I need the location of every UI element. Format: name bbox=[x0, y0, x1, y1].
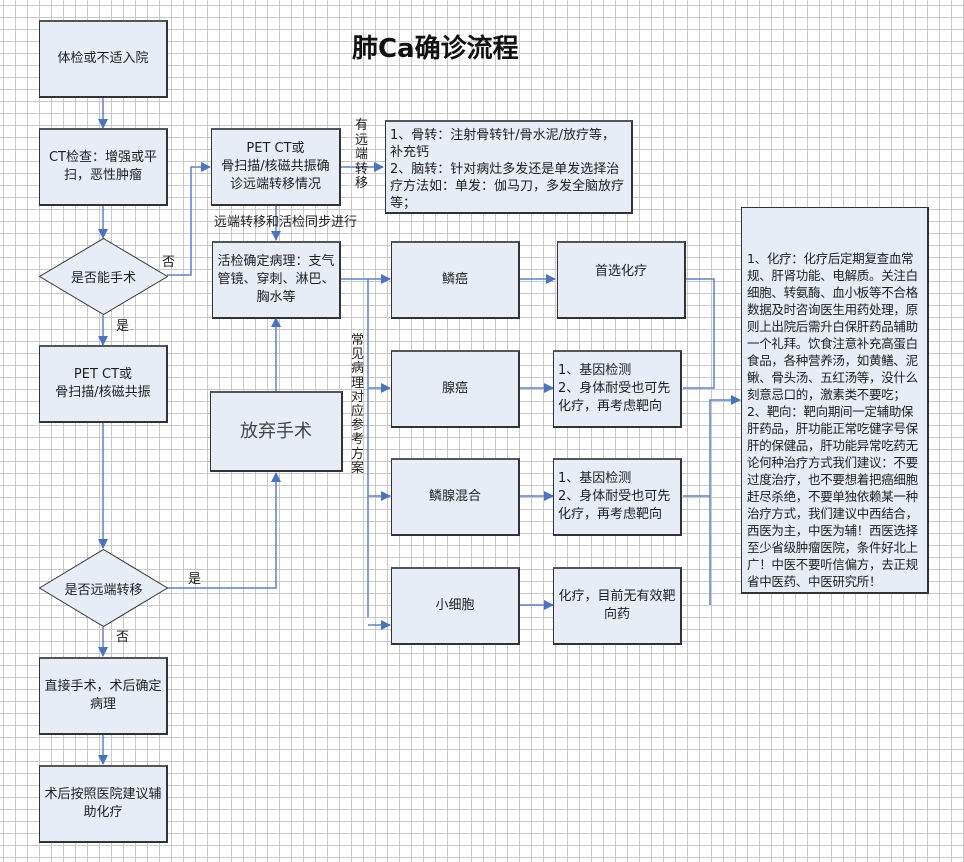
edge-distant-abandon bbox=[167, 472, 281, 589]
node-biopsy-label: 活检确定病理：支气 管镜、穿刺、淋巴、 胸水等 bbox=[217, 254, 335, 305]
decision-distant-metastasis[interactable]: 是否远端转移 bbox=[39, 549, 168, 627]
node-small-cell[interactable]: 小细胞 bbox=[391, 567, 520, 645]
node-adenosquamous[interactable]: 鳞腺混合 bbox=[391, 458, 520, 536]
node-post-op-chemo-label: 术后按照医院建议辅 助化疗 bbox=[44, 787, 162, 820]
decision-can-operate-label: 是否能手术 bbox=[70, 271, 136, 286]
node-start[interactable]: 体检或不适入院 bbox=[39, 20, 168, 98]
edge-label-has-metastasis: 有远端转移 bbox=[355, 118, 369, 191]
node-squamous-label: 鳞癌 bbox=[441, 272, 468, 287]
node-squamous[interactable]: 鳞癌 bbox=[391, 241, 520, 319]
node-pet-ct-distant[interactable]: PET CT或 骨扫描/核磁共振确 诊远端转移情况 bbox=[211, 128, 341, 206]
node-small-cell-label: 小细胞 bbox=[435, 598, 475, 613]
node-direct-surgery[interactable]: 直接手术，术后确定 病理 bbox=[39, 657, 168, 735]
node-advice[interactable]: 1、化疗：化疗后定期复查血常规、肝肾功能、电解质。关注白细胞、转氨酶、血小板等不… bbox=[741, 207, 929, 594]
node-post-op-chemo[interactable]: 术后按照医院建议辅 助化疗 bbox=[39, 765, 168, 843]
decision-distant-metastasis-label: 是否远端转移 bbox=[64, 582, 143, 598]
node-metastasis-treatment[interactable]: 1、骨转：注射骨转针/骨水泥/放疗等，补充钙 2、脑转：针对病灶多发还是单发选择… bbox=[385, 120, 633, 214]
node-squamous-tx-label: 首选化疗 bbox=[594, 264, 647, 279]
node-small-cell-tx[interactable]: 化疗，目前无有效靶 向药 bbox=[553, 567, 682, 645]
node-adenosquamous-tx-label: 1、基因检测 2、身体耐受也可先 化疗，再考虑靶向 bbox=[558, 471, 671, 522]
node-start-label: 体检或不适入院 bbox=[57, 51, 149, 66]
node-abandon-surgery-label: 放弃手术 bbox=[240, 420, 312, 442]
node-abandon-surgery[interactable]: 放弃手术 bbox=[210, 391, 343, 472]
edge-no-pet bbox=[167, 162, 211, 276]
node-adeno-tx[interactable]: 1、基因检测 2、身体耐受也可先 化疗，再考虑靶向 bbox=[553, 350, 682, 428]
node-biopsy[interactable]: 活检确定病理：支气 管镜、穿刺、淋巴、 胸水等 bbox=[212, 241, 341, 319]
node-direct-surgery-label: 直接手术，术后确定 病理 bbox=[44, 679, 162, 712]
node-pet-ct-distant-label: PET CT或 骨扫描/核磁共振确 诊远端转移情况 bbox=[221, 141, 330, 192]
edge-label-common-pathology: 常见病理对应参考方案 bbox=[351, 333, 365, 476]
node-adeno-label: 腺癌 bbox=[441, 381, 468, 396]
node-metastasis-treatment-label: 1、骨转：注射骨转针/骨水泥/放疗等，补充钙 2、脑转：针对病灶多发还是单发选择… bbox=[390, 128, 625, 211]
node-adenosquamous-tx[interactable]: 1、基因检测 2、身体耐受也可先 化疗，再考虑靶向 bbox=[553, 458, 682, 536]
edge-label-yes-2: 是 bbox=[188, 572, 202, 587]
node-pet-ct-yes-label: PET CT或 骨扫描/核磁共振 bbox=[55, 367, 151, 400]
node-advice-label: 1、化疗：化疗后定期复查血常规、肝肾功能、电解质。关注白细胞、转氨酶、血小板等不… bbox=[747, 251, 918, 589]
edge-label-no-1: 否 bbox=[162, 255, 176, 270]
node-small-cell-tx-label: 化疗，目前无有效靶 向药 bbox=[558, 589, 676, 622]
node-adenosquamous-label: 鳞腺混合 bbox=[428, 489, 481, 504]
edge-label-yes-1: 是 bbox=[116, 319, 130, 334]
edge-label-no-2: 否 bbox=[116, 630, 130, 645]
edge-sqtx-advice bbox=[683, 278, 715, 389]
decision-can-operate[interactable]: 是否能手术 bbox=[39, 238, 168, 315]
edge-merge-advice bbox=[709, 395, 741, 605]
diamond-shape bbox=[39, 549, 168, 627]
node-pet-ct-yes[interactable]: PET CT或 骨扫描/核磁共振 bbox=[39, 345, 168, 423]
diagram-title: 肺Ca确诊流程 bbox=[352, 34, 519, 64]
node-adeno-tx-label: 1、基因检测 2、身体耐受也可先 化疗，再考虑靶向 bbox=[558, 363, 671, 414]
diamond-shape bbox=[39, 238, 168, 315]
edge-label-sync: 远端转移和活检同步进行 bbox=[214, 215, 358, 230]
node-adeno[interactable]: 腺癌 bbox=[391, 350, 520, 428]
node-ct-exam[interactable]: CT检查：增强或平 扫，恶性肿瘤 bbox=[39, 128, 168, 206]
node-ct-exam-label: CT检查：增强或平 扫，恶性肿瘤 bbox=[48, 150, 158, 183]
node-squamous-tx[interactable]: 首选化疗 bbox=[557, 241, 686, 319]
